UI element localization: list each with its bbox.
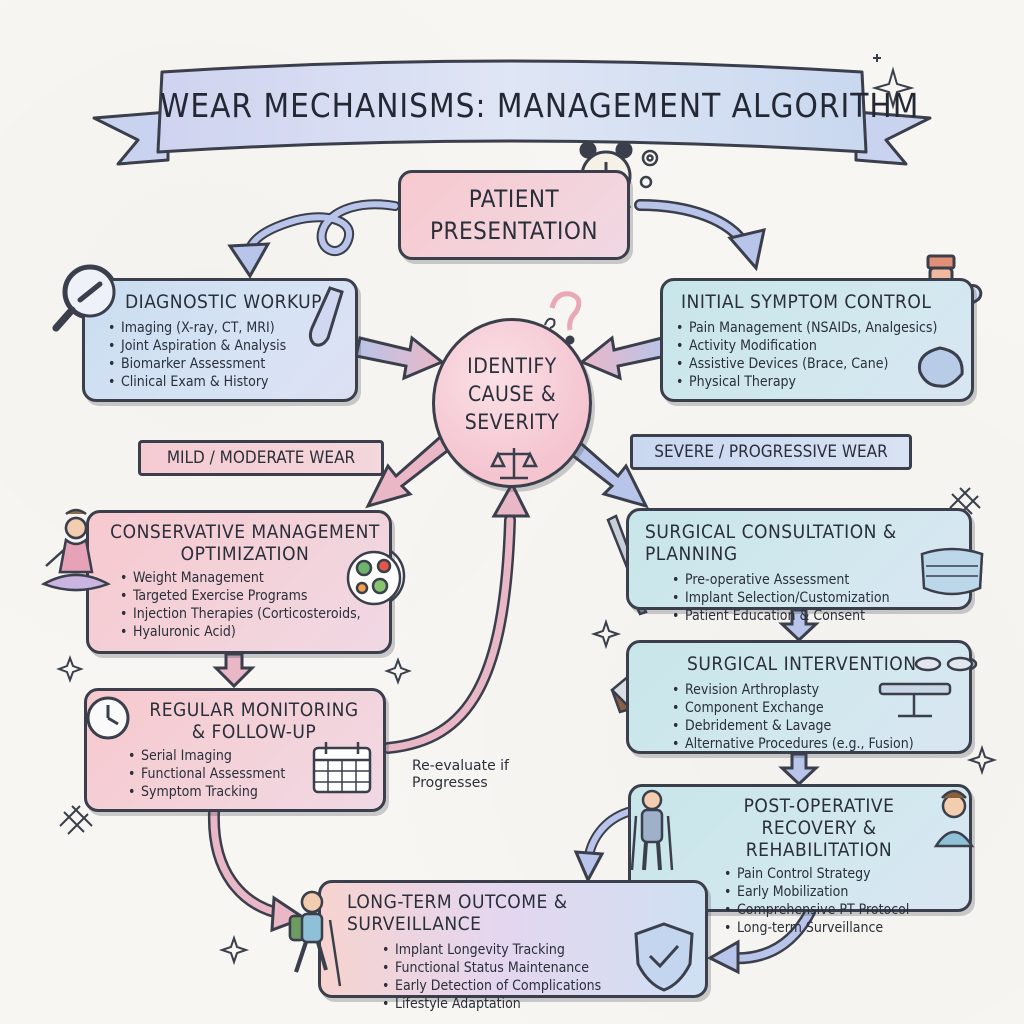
patient-presentation-node: PATIENT PRESENTATION xyxy=(398,170,630,260)
post-operative-title: POST-OPERATIVE RECOVERY & REHABILITATION xyxy=(743,795,895,861)
list-item: Serial Imaging xyxy=(127,747,375,765)
list-item: Weight Management xyxy=(119,569,381,587)
initial-symptom-control-node: INITIAL SYMPTOM CONTROL Pain Management … xyxy=(660,278,974,402)
identify-cause-severity-node: IDENTIFY CAUSE & SEVERITY xyxy=(432,318,592,488)
gear-icon xyxy=(639,149,659,189)
reevaluate-note: Re-evaluate if Progresses xyxy=(412,758,509,791)
long-term-outcome-list: Implant Longevity Tracking Functional St… xyxy=(381,941,697,1013)
diagnostic-workup-title: DIAGNOSTIC WORKUP xyxy=(125,291,322,313)
list-item: Symptom Tracking xyxy=(127,783,375,801)
list-item: Pain Control Strategy xyxy=(723,865,961,883)
list-item: Early Mobilization xyxy=(723,883,961,901)
initial-symptom-control-list: Pain Management (NSAIDs, Analgesics) Act… xyxy=(675,319,961,391)
sparkle-icon xyxy=(56,54,998,966)
arrow-monitoring-to-longterm xyxy=(207,806,308,933)
post-operative-node: POST-OPERATIVE RECOVERY & REHABILITATION… xyxy=(628,784,972,937)
list-item: Joint Aspiration & Analysis xyxy=(107,337,343,355)
list-item: Pain Management (NSAIDs, Analgesics) xyxy=(675,319,961,337)
arrow-presentation-to-diagnostic xyxy=(227,199,400,279)
list-item: Clinical Exam & History xyxy=(107,373,343,391)
list-item: Imaging (X-ray, CT, MRI) xyxy=(107,319,343,337)
surgical-consultation-title: SURGICAL CONSULTATION & PLANNING xyxy=(645,521,897,565)
list-item: Activity Modification xyxy=(675,337,961,355)
diagnostic-workup-node: DIAGNOSTIC WORKUP Imaging (X-ray, CT, MR… xyxy=(82,278,358,402)
arrow-presentation-to-symptom xyxy=(634,199,766,272)
severe-progressive-label: SEVERE / PROGRESSIVE WEAR xyxy=(654,442,888,462)
list-item: Comprehensive PT Protocol xyxy=(723,901,961,919)
list-item: Debridement & Lavage xyxy=(671,717,959,735)
arrow-symptom-to-center xyxy=(579,335,668,381)
arrow-diagnostic-to-center xyxy=(354,335,445,381)
initial-symptom-control-title: INITIAL SYMPTOM CONTROL xyxy=(681,291,932,313)
post-operative-list: Pain Control Strategy Early Mobilization… xyxy=(723,865,961,937)
list-item: Implant Longevity Tracking xyxy=(381,941,697,959)
conservative-management-list: Weight Management Targeted Exercise Prog… xyxy=(119,569,381,641)
arrow-conservative-to-monitoring xyxy=(212,652,256,689)
conservative-management-title: CONSERVATIVE MANAGEMENT OPTIMIZATION xyxy=(110,521,380,565)
regular-monitoring-node: REGULAR MONITORING & FOLLOW-UP Serial Im… xyxy=(84,688,386,812)
list-item: Functional Status Maintenance xyxy=(381,959,697,977)
list-item: Pre-operative Assessment xyxy=(671,571,959,589)
surgical-intervention-list: Revision Arthroplasty Component Exchange… xyxy=(671,681,959,753)
long-term-outcome-node: LONG-TERM OUTCOME & SURVEILLANCE Implant… xyxy=(318,880,708,1013)
page-title: WEAR MECHANISMS: MANAGEMENT ALGORITHM xyxy=(160,86,920,125)
list-item: Patient Education & Consent xyxy=(671,607,959,625)
list-item: Revision Arthroplasty xyxy=(671,681,959,699)
mild-moderate-label: MILD / MODERATE WEAR xyxy=(166,448,356,468)
surgical-intervention-title: SURGICAL INTERVENTION xyxy=(687,653,917,675)
surgical-consultation-list: Pre-operative Assessment Implant Selecti… xyxy=(671,571,959,625)
diagnostic-workup-list: Imaging (X-ray, CT, MRI) Joint Aspiratio… xyxy=(107,319,343,391)
list-item: Component Exchange xyxy=(671,699,959,717)
list-item: Hyaluronic Acid) xyxy=(119,623,381,641)
list-item: Biomarker Assessment xyxy=(107,355,343,373)
mild-moderate-ribbon: MILD / MODERATE WEAR xyxy=(138,440,384,476)
title-banner xyxy=(92,59,932,166)
list-item: Targeted Exercise Programs xyxy=(119,587,381,605)
list-item: Long-term Surveillance xyxy=(723,919,961,937)
list-item: Early Detection of Complications xyxy=(381,977,697,995)
list-item: Implant Selection/Customization xyxy=(671,589,959,607)
list-item: Functional Assessment xyxy=(127,765,375,783)
arrow-intervention-to-postop xyxy=(778,752,820,787)
question-mark-icon xyxy=(544,291,582,345)
regular-monitoring-list: Serial Imaging Functional Assessment Sym… xyxy=(127,747,375,801)
list-item: Assistive Devices (Brace, Cane) xyxy=(675,355,961,373)
list-item: Alternative Procedures (e.g., Fusion) xyxy=(671,735,959,753)
list-item: Physical Therapy xyxy=(675,373,961,391)
surgical-consultation-node: SURGICAL CONSULTATION & PLANNING Pre-ope… xyxy=(626,508,972,625)
patient-presentation-title: PATIENT PRESENTATION xyxy=(429,185,599,245)
identify-cause-severity-title: IDENTIFY CAUSE & SEVERITY xyxy=(464,354,560,434)
regular-monitoring-title: REGULAR MONITORING & FOLLOW-UP xyxy=(149,699,359,743)
list-item: Injection Therapies (Corticosteroids, xyxy=(119,605,381,623)
surgical-intervention-node: SURGICAL INTERVENTION Revision Arthropla… xyxy=(626,640,972,754)
list-item: Lifestyle Adaptation xyxy=(381,995,697,1013)
arrow-reevaluate-to-center xyxy=(382,480,531,754)
severe-progressive-ribbon: SEVERE / PROGRESSIVE WEAR xyxy=(630,434,912,470)
long-term-outcome-title: LONG-TERM OUTCOME & SURVEILLANCE xyxy=(347,891,568,935)
arrow-postop-left-loop xyxy=(573,807,633,884)
conservative-management-node: CONSERVATIVE MANAGEMENT OPTIMIZATION Wei… xyxy=(86,510,392,654)
